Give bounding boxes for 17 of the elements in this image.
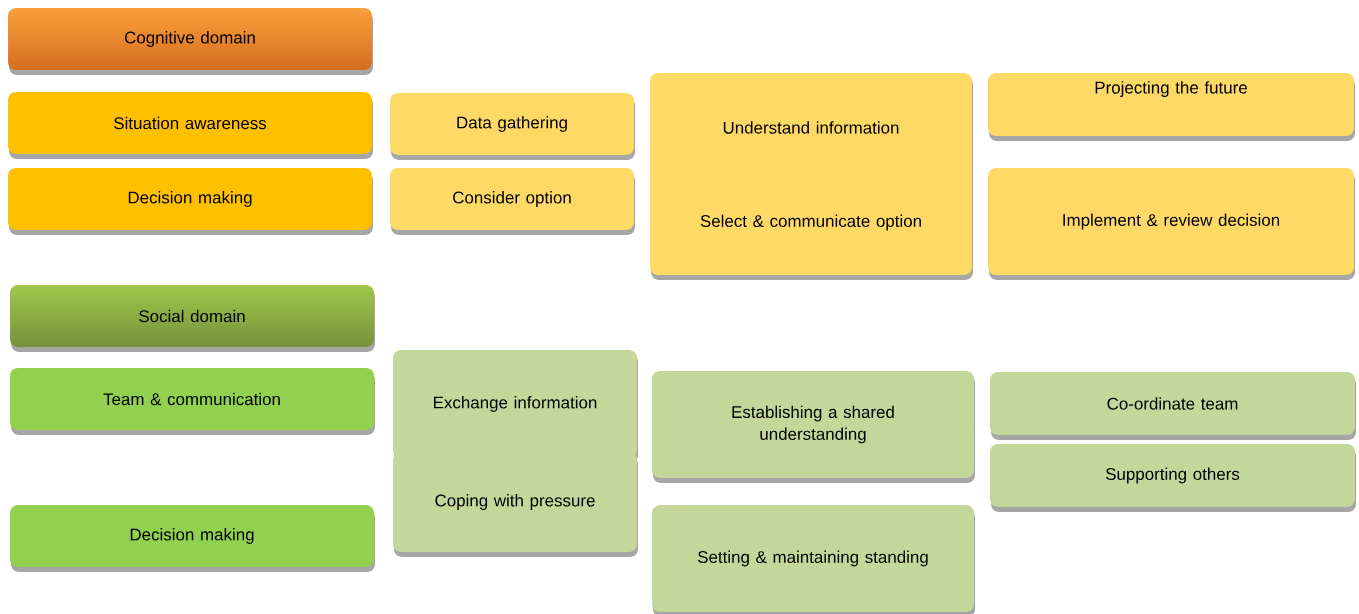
element-box: Establishing a shared understanding xyxy=(652,371,975,483)
domain-header-box: Social domain xyxy=(10,285,375,352)
category-box: Situation awareness xyxy=(8,92,373,159)
element-box: Implement & review decision xyxy=(988,168,1355,280)
element-box: Setting & maintaining standing xyxy=(652,505,975,614)
element-box: Consider option xyxy=(390,168,635,235)
element-box: Coping with pressure xyxy=(393,452,638,557)
category-box: Team & communication xyxy=(10,368,375,435)
element-box: Exchange information xyxy=(393,350,638,463)
element-box: Projecting the future xyxy=(988,73,1355,141)
category-box: Decision making xyxy=(10,505,375,572)
element-box: Co-ordinate team xyxy=(990,372,1356,440)
element-box: Data gathering xyxy=(390,93,635,160)
domain-header-box: Cognitive domain xyxy=(8,8,373,75)
element-box: Supporting others xyxy=(990,444,1356,512)
element-box: Select & communicate option xyxy=(650,170,973,280)
category-box: Decision making xyxy=(8,168,373,235)
